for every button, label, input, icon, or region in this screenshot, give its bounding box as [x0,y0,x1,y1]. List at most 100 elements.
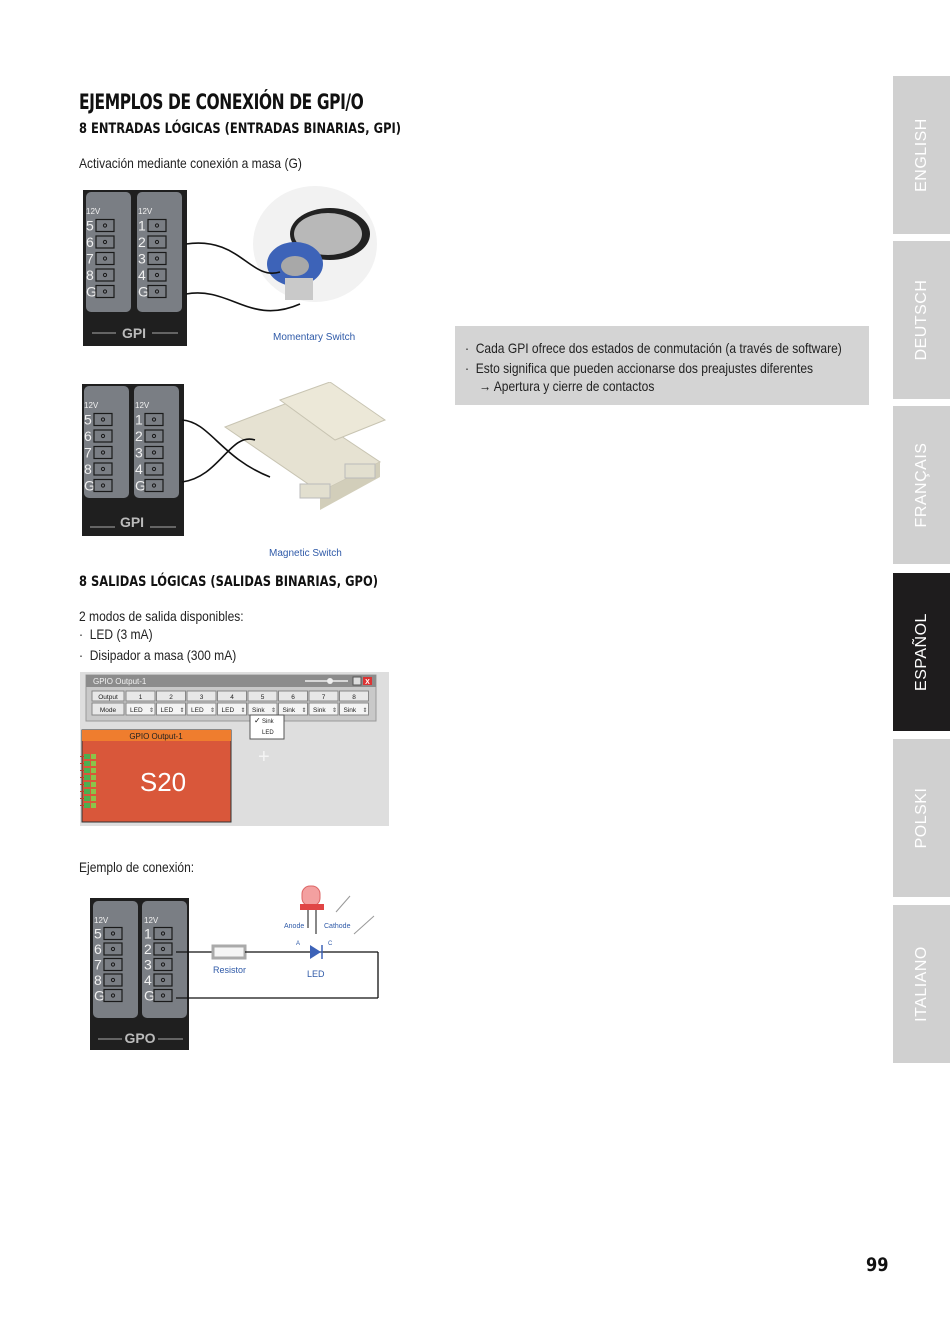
resistor-label: Resistor [213,965,246,975]
crosshair-icon: + [258,746,270,768]
minimize-button[interactable] [352,676,362,686]
block-pin[interactable] [84,796,90,801]
mode-select[interactable] [125,702,156,716]
select-arrows-icon: ⇕ [363,707,368,714]
mode-select[interactable] [339,702,369,716]
terminal-pin-label: 6 [86,234,94,250]
mode-select-value: Sink [313,707,326,714]
select-arrows-icon: ⇕ [241,707,246,714]
gpi-heading: 8 ENTRADAS LÓGICAS (ENTRADAS BINARIAS, G… [79,121,402,137]
tab-espanol[interactable]: ESPAÑOL [893,573,950,731]
terminal-pin-label: G [144,988,155,1004]
dropdown-option-sink[interactable]: Sink [262,719,275,725]
terminal-screw-hole [154,223,160,228]
terminal-screw [103,988,123,1003]
terminal-pin-label: 12V [135,401,150,410]
mode-select[interactable] [156,702,186,716]
terminal-pin-label: 12V [86,207,101,216]
mode-select[interactable] [186,702,217,716]
block-pin[interactable] [84,789,90,794]
terminal-screw-hole [154,272,160,278]
terminal-screw [103,926,123,941]
terminal-screw-hole [102,223,108,228]
tab-francais[interactable]: FRANÇAIS [893,406,950,564]
terminal-screw-hole [160,977,166,983]
mode-select-value: LED [191,707,204,714]
tab-polski[interactable]: POLSKI [893,739,950,897]
output-column-number: 4 [230,694,234,701]
terminal-screw [153,942,173,956]
terminal-pin-label: 7 [94,957,102,973]
magnetic-switch-caption: Magnetic Switch [269,548,342,559]
block-pin[interactable] [84,754,90,759]
output-column-header [217,690,247,702]
terminal-screw-hole [100,483,106,488]
terminal-pin-label: G [135,478,146,494]
output-column-header [156,690,186,702]
close-button[interactable] [363,677,372,685]
terminal-screw-hole [151,466,157,472]
terminal-screw-hole [160,946,166,952]
mode-select-value: Sink [283,707,296,714]
dropdown-check-icon: ✓ [254,716,261,725]
block-pin[interactable] [84,782,90,787]
block-pin[interactable] [84,775,90,780]
led-label: LED [307,969,325,979]
terminal-pin-label: 2 [135,428,143,444]
output-column-header [278,690,308,702]
example-label: Ejemplo de conexión: [79,859,195,875]
momentary-switch-caption: Momentary Switch [273,332,355,343]
mode-dropdown-menu[interactable] [249,714,285,740]
tab-english[interactable]: ENGLISH [893,76,950,234]
terminal-screw [95,251,115,266]
close-icon: X [365,679,370,686]
tab-deutsch[interactable]: DEUTSCH [893,241,950,399]
terminal-pin-label: 3 [138,251,146,267]
info-bullet-2: · Esto significa que pueden accionarse d… [465,360,814,376]
output-column-number: 5 [261,694,265,701]
select-arrows-icon: ⇕ [149,707,154,714]
terminal-pin-label: 1 [135,412,143,428]
mode-select[interactable] [308,702,339,716]
terminal-screw [147,218,167,233]
mode-select[interactable] [278,702,308,716]
terminal-screw-hole [102,256,108,261]
select-arrows-icon: ⇕ [210,707,215,714]
block-pin-connector [91,803,96,808]
output-column-header [186,690,217,702]
block-pin[interactable] [84,768,90,773]
terminal-screw-hole [151,417,157,422]
terminal-screw-hole [154,289,160,294]
zoom-slider-handle[interactable] [327,678,333,684]
terminal-screw [93,412,113,427]
tab-italiano[interactable]: ITALIANO [893,905,950,1063]
block-pin[interactable] [84,803,90,808]
terminal-screw-hole [151,483,157,488]
mode-select[interactable] [217,702,247,716]
cathode-label: Cathode [324,923,351,930]
terminal-pin-label: 8 [84,461,92,477]
terminal-pin-label: 12V [138,207,153,216]
terminal-pin-label: 4 [138,267,146,283]
terminal-screw [95,218,115,233]
block-pin-connector [91,754,96,759]
terminal-screw [144,462,164,476]
anode-label: Anode [284,923,304,930]
terminal-screw [147,251,167,266]
terminal-screw-hole [100,466,106,472]
block-pin-connector [91,782,96,787]
dropdown-option-led[interactable]: LED [262,730,274,736]
terminal-pin-label: 6 [84,428,92,444]
terminal-pin-label: 1 [138,218,146,234]
terminal-screw-hole [100,433,106,439]
terminal-pin-label: G [138,284,149,300]
terminal-screw-hole [110,977,116,983]
gpo-modes-intro: 2 modos de salida disponibles: [79,608,244,624]
select-arrows-icon: ⇕ [271,707,276,714]
terminal-pin-label: 5 [84,412,92,428]
block-pin[interactable] [84,761,90,766]
terminal-screw [153,926,173,941]
gpo-mode-led: · LED (3 mA) [79,626,153,642]
block-pin-connector [91,789,96,794]
terminal-screw [153,988,173,1003]
